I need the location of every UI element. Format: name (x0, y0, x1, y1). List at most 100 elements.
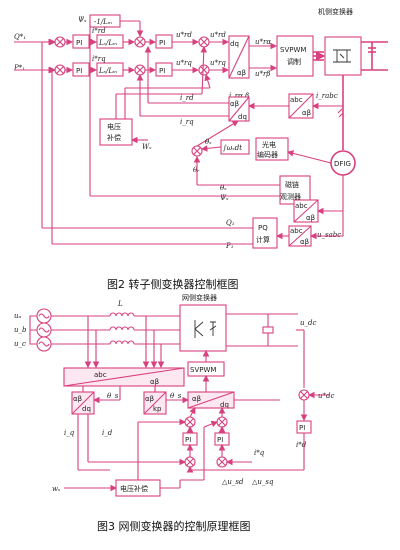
theta-s-label: θₛ (205, 138, 212, 146)
figure3-caption: 图3 网侧变换器的控制原理框图 (97, 519, 251, 533)
svg-text:dq: dq (238, 113, 247, 121)
i-q-star-label: i*q (254, 449, 265, 457)
pi-b-text: PI (217, 436, 223, 444)
svpwm-block (276, 35, 314, 77)
inductor-b (109, 326, 135, 331)
theta-s2-label: θₛ (220, 184, 227, 192)
svpwm-text-fig3: SVPWM (190, 366, 216, 374)
w-s-label: Wₛ (142, 143, 152, 151)
svg-text:αβ: αβ (300, 238, 309, 246)
svg-text:abc: abc (290, 96, 303, 104)
svg-text:abc: abc (290, 227, 303, 235)
svg-text:dq: dq (220, 401, 229, 409)
svg-text:DFIG: DFIG (334, 160, 351, 168)
ls-lm-2-text: Lₛ/Lₘ (98, 67, 117, 75)
svg-text:abc: abc (295, 202, 308, 210)
ua-label: uₐ (14, 312, 22, 320)
pi-a-text: PI (185, 436, 191, 444)
machine-side-converter-label: 机侧变换器 (318, 7, 353, 16)
i-rq-label: i_rq (180, 118, 194, 126)
u-ra-label: u*rα (255, 38, 271, 46)
du-sq-label: △u_sq (252, 478, 274, 486)
L-label: L (117, 300, 123, 308)
psi-s-label: Ψₛ (78, 16, 87, 24)
theta-s2-label: θ_s (170, 392, 182, 400)
ub-label: u_b (14, 326, 27, 334)
inductor-a (109, 312, 135, 317)
svg-text:αβ: αβ (145, 395, 154, 403)
abc-to-ab-block-fig3: abc αβ (63, 367, 185, 387)
dc-capacitor (262, 314, 274, 346)
pi-p2-text: PI (159, 67, 165, 75)
svg-text:αβ: αβ (302, 109, 311, 117)
encoder-text-2: 编码器 (257, 150, 278, 159)
voltage-comp-block-fig2 (99, 118, 133, 146)
du-sd-label: △u_sd (222, 478, 244, 486)
i-rd-label: i_rd (180, 94, 194, 102)
machine-side-converter (324, 36, 362, 76)
figure3: uₐ u_b u_c L 网侧变换器 u_dc (14, 293, 334, 533)
svg-text:αβ: αβ (237, 69, 246, 77)
ls-lm-1-text: Lₛ/Lₘ (98, 39, 117, 47)
abc-to-ab-block-2: abc αβ (293, 199, 319, 223)
p-ref-label: P*₁ (13, 64, 25, 72)
i-rabc-label: i_rabc (316, 92, 338, 100)
pq-calc-text-2: 计算 (256, 235, 270, 244)
svg-text:αβ: αβ (150, 378, 159, 386)
sum-q1 (54, 36, 66, 48)
ws-label: wₛ (52, 485, 61, 493)
i-rq-star-label: i*rq (92, 55, 106, 63)
p1-label: P₁ (225, 242, 234, 250)
u-sabc-label: u_sabc (317, 231, 341, 239)
svpwm-text-2: 调制 (287, 57, 301, 66)
ab-kp-block: αβ kp (143, 391, 167, 415)
ab-dq-block-right: αβ dq (187, 391, 235, 409)
grid-source-b (36, 322, 52, 338)
pi-q1-text: PI (76, 39, 82, 47)
svg-text:kp: kp (153, 405, 162, 413)
pq-calc-block (252, 217, 278, 249)
u-dc-label: u_dc (300, 319, 316, 327)
svg-text:αβ: αβ (73, 395, 82, 403)
ab-dq-block-left: αβ dq (71, 391, 95, 415)
encoder-block (255, 137, 289, 161)
u-rd-star-label: u*rd (176, 31, 192, 39)
ab-to-dq-block: αβ dq (228, 96, 250, 122)
q-ref-label: Q*₁ (14, 33, 26, 41)
encoder-text-1: 光电 (262, 140, 276, 149)
svg-text:αβ: αβ (230, 100, 239, 108)
u-rq-star-label: u*rq (176, 59, 192, 67)
i-rd-star-label: i*rd (92, 27, 106, 35)
grid-side-converter (179, 304, 227, 352)
grid-converter-label: 网侧变换器 (182, 293, 217, 302)
svg-text:abc: abc (94, 371, 107, 379)
i-rab-label: i_rα β (229, 92, 249, 100)
i-q-label: i_q (64, 429, 75, 437)
voltage-comp-text-1: 电压 (107, 122, 121, 131)
voltage-comp-text-2: 补偿 (107, 133, 121, 142)
voltage-comp-text-fig3: 电压补偿 (120, 484, 148, 493)
inductor-c (109, 340, 135, 345)
grid-source-a (36, 308, 52, 324)
grid-source-c (36, 336, 52, 352)
svpwm-text-1: SVPWM (280, 46, 306, 54)
svg-text:αβ: αβ (192, 395, 201, 403)
q1-label: Q₁ (226, 219, 235, 227)
flux-observer-text-1: 磁链 (285, 180, 299, 189)
pi-p1-text: PI (76, 67, 82, 75)
svg-text:dq: dq (230, 40, 239, 48)
i-d-label: i_d (102, 429, 113, 437)
dfig: DFIG (330, 150, 356, 176)
i-d-star-label: i*d (296, 441, 307, 449)
neg-inv-lm-text: -1/Lₘ (94, 18, 112, 26)
abc-to-ab-block-1: abc αβ (288, 93, 314, 119)
pi-q2-text: PI (159, 39, 165, 47)
integrator-text: ∫ωₛdt (223, 144, 242, 152)
figure2: Q*₁ P*₁ Ψₛ -1/Lₘ PI Lₛ/Lₘ i*rd PI Lₛ/Lₘ … (13, 7, 388, 291)
figure2-caption: 图2 转子侧变换器控制框图 (107, 277, 239, 291)
abc-to-ab-block-3: abc αβ (288, 225, 312, 247)
u-rd2-label: u*rd (210, 31, 226, 39)
svg-text:dq: dq (82, 405, 91, 413)
flux-observer-block (279, 175, 311, 205)
